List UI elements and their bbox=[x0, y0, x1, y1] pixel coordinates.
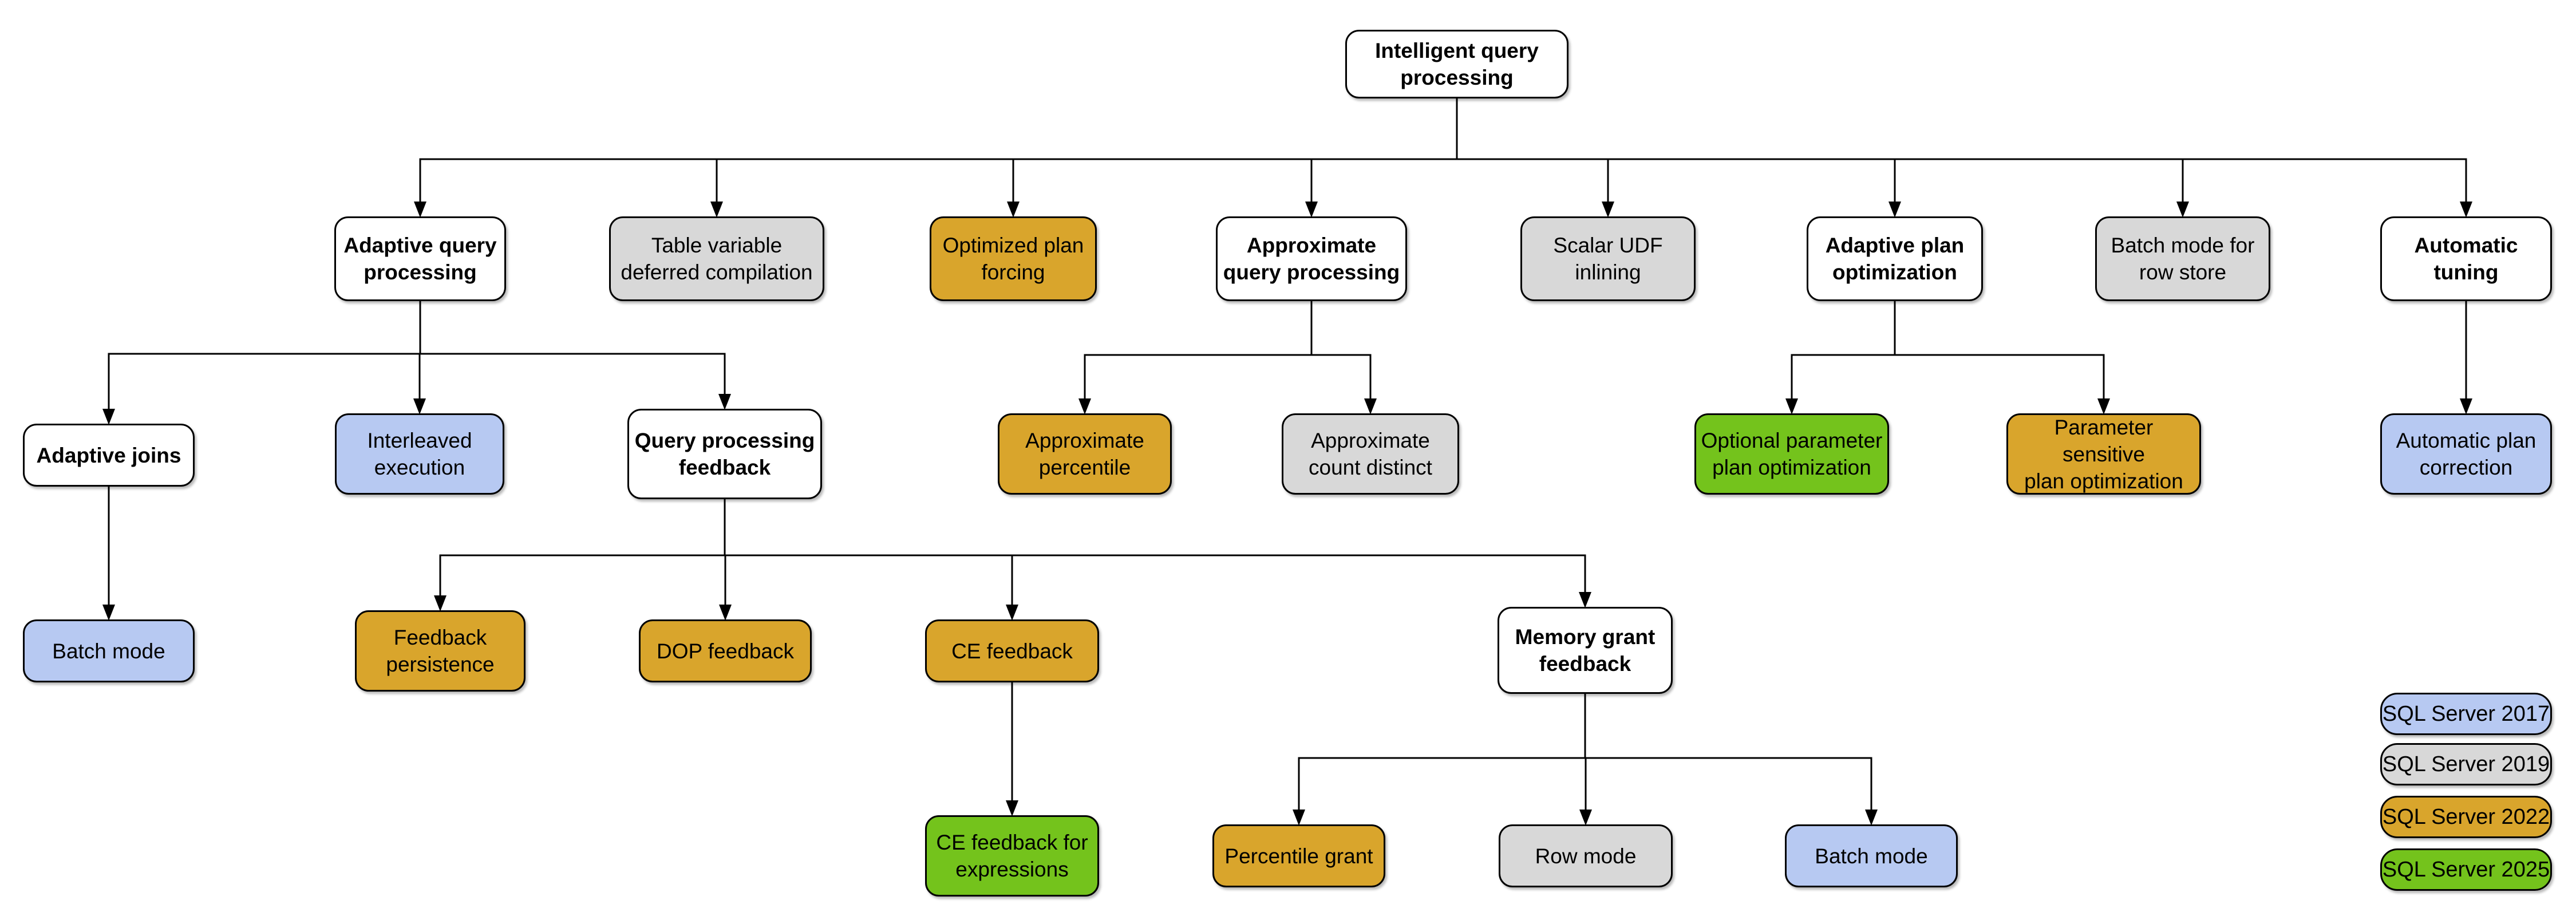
node-approx-count-distinct: Approximate count distinct bbox=[1282, 413, 1459, 495]
edge-arrowhead bbox=[434, 595, 447, 611]
edge-arrowhead bbox=[2460, 202, 2472, 218]
node-scalar-udf: Scalar UDF inlining bbox=[1520, 216, 1696, 301]
node-ce-feedback-expr: CE feedback for expressions bbox=[925, 815, 1099, 897]
edge-arrowhead bbox=[1579, 592, 1591, 608]
edge-arrowhead bbox=[1078, 398, 1091, 414]
node-memory-grant-feedback: Memory grant feedback bbox=[1498, 607, 1673, 694]
edge-arrowhead bbox=[1579, 810, 1592, 826]
edge-arrowhead bbox=[1602, 202, 1614, 218]
node-adaptive-plan-opt: Adaptive plan optimization bbox=[1807, 216, 1983, 301]
node-optional-param: Optional parameter plan optimization bbox=[1694, 413, 1889, 495]
node-approx-percentile: Approximate percentile bbox=[998, 413, 1172, 495]
edge-arrowhead bbox=[1305, 202, 1318, 218]
edge-arrowhead bbox=[1865, 810, 1878, 826]
edge-arrowhead bbox=[1785, 398, 1798, 414]
node-root: Intelligent query processing bbox=[1345, 30, 1568, 98]
edge-arrowhead bbox=[2097, 398, 2110, 414]
node-qp-feedback: Query processing feedback bbox=[627, 409, 822, 499]
node-auto-plan-correction: Automatic plan correction bbox=[2380, 413, 2552, 495]
node-batch-row-store: Batch mode for row store bbox=[2095, 216, 2270, 301]
node-percentile-grant: Percentile grant bbox=[1212, 824, 1385, 887]
node-table-var: Table variable deferred compilation bbox=[609, 216, 824, 301]
node-adaptive-qp: Adaptive query processing bbox=[334, 216, 506, 301]
edge-arrowhead bbox=[719, 605, 732, 621]
node-optimized-plan-forcing: Optimized plan forcing bbox=[930, 216, 1097, 301]
edge-arrowhead bbox=[1364, 398, 1377, 414]
node-approx-qp: Approximate query processing bbox=[1216, 216, 1407, 301]
legend-item-sql-server-2022: SQL Server 2022 bbox=[2380, 796, 2552, 838]
edge-arrowhead bbox=[710, 202, 723, 218]
edge-arrowhead bbox=[1006, 800, 1018, 816]
edge-arrowhead bbox=[1888, 202, 1901, 218]
legend-item-sql-server-2017: SQL Server 2017 bbox=[2380, 693, 2552, 735]
node-ce-feedback: CE feedback bbox=[925, 619, 1099, 682]
edge-arrowhead bbox=[102, 409, 115, 425]
edge-arrowhead bbox=[718, 394, 731, 410]
edge-arrowhead bbox=[2176, 202, 2189, 218]
node-batch-mode-aj: Batch mode bbox=[23, 619, 195, 682]
edge-arrowhead bbox=[413, 398, 426, 414]
node-dop-feedback: DOP feedback bbox=[639, 619, 812, 682]
node-param-sensitive: Parameter sensitive plan optimization bbox=[2006, 413, 2201, 495]
edge-arrowhead bbox=[102, 605, 115, 621]
node-batch-mode-mg: Batch mode bbox=[1785, 824, 1958, 887]
legend-item-sql-server-2025: SQL Server 2025 bbox=[2380, 848, 2552, 891]
node-interleaved-exec: Interleaved execution bbox=[335, 413, 504, 495]
edge-arrowhead bbox=[2460, 398, 2472, 414]
legend-item-sql-server-2019: SQL Server 2019 bbox=[2380, 743, 2552, 785]
edge-arrowhead bbox=[1293, 810, 1305, 826]
edge-arrowhead bbox=[1007, 202, 1020, 218]
edge-arrowhead bbox=[414, 202, 426, 218]
node-automatic-tuning: Automatic tuning bbox=[2380, 216, 2552, 301]
node-feedback-persistence: Feedback persistence bbox=[355, 610, 526, 692]
node-adaptive-joins: Adaptive joins bbox=[23, 424, 195, 487]
node-row-mode: Row mode bbox=[1499, 824, 1673, 887]
edge-arrowhead bbox=[1006, 605, 1018, 621]
